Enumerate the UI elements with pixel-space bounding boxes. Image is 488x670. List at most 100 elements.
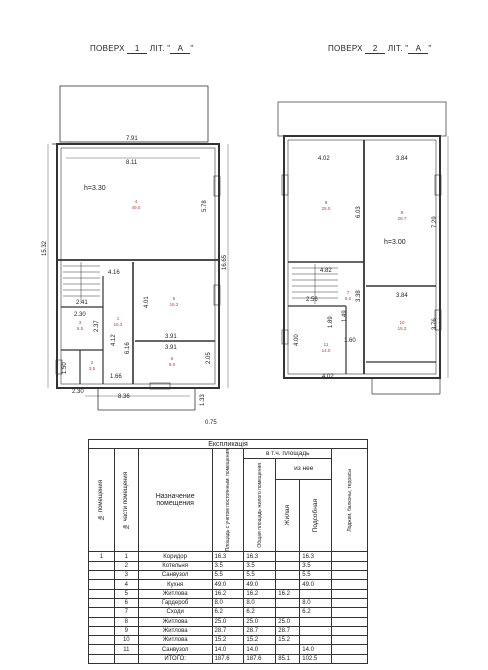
room-number: 2 [91,360,94,365]
table-cell-a1: 8.0 [211,597,245,609]
table-cell-part: 2 [113,560,139,572]
room-area: 49.0 [132,205,141,210]
dim-label: 8.36 [118,394,130,400]
table-cell-a2: 28.7 [243,625,277,637]
table-cell-a2: 3.5 [243,560,277,572]
lit-label: ЛІТ. " [387,44,409,53]
table-cell-living [275,597,301,609]
floor1-terrace [59,85,209,143]
table-cell-a2: 49.0 [243,579,277,590]
floor1-outline [56,143,220,389]
table-cell-room [88,607,115,618]
dim-label: 3.76 [432,318,438,330]
table-cell-living [275,579,301,590]
table-cell-aux: 49.0 [299,579,333,590]
table-cell-a1: 14.0 [211,644,245,655]
height-label: h=3.30 [84,185,106,192]
table-cell-room: 1 [88,551,115,562]
table-cell-a1: 16.3 [211,551,245,562]
table-cell-a1: 15.2 [211,635,245,646]
table-cell-a2: 25.0 [243,616,277,627]
table-cell-name: Кухня [137,579,213,590]
table-cell-part: 4 [113,579,139,590]
room-area: 25.0 [322,206,331,211]
dim-label: 3.91 [165,345,177,351]
table-cell-loggia [331,616,368,627]
table-cell-name: Житлова [137,588,213,599]
table-cell-room [88,625,115,637]
room-number: 5 [173,296,176,301]
dim-label: 1.49 [342,310,348,322]
table-cell-a1: 16.2 [211,588,245,599]
floor-label: ПОВЕРХ [90,44,125,53]
table-cell-loggia [331,570,368,581]
dim-label: 2.41 [76,300,88,306]
table-cell-a2: 15.2 [243,635,277,646]
table-cell-aux [299,588,333,599]
room-number: 9 [401,210,404,215]
table-cell-part: 7 [113,607,139,618]
dim-label: 2.37 [94,320,100,332]
dim-label: 2.05 [206,352,212,364]
table-cell-loggia [331,625,368,637]
table-cell-living: 25.0 [275,616,301,627]
room-area: 8.0 [169,362,176,367]
lit-close: " [190,44,194,53]
room-number: 6 [171,356,174,361]
table-title: Експликація [88,439,368,449]
room-area: 3.5 [89,366,96,371]
dim-label: 16.65 [222,254,228,270]
table-cell-living: 28.7 [275,625,301,637]
table-cell-living [275,570,301,581]
dim-label: 7.29 [432,216,438,228]
table-cell-aux: 5.5 [299,570,333,581]
floor2-roof-outline [277,101,447,137]
table-cell-a1: 5.5 [211,570,245,581]
table-cell-loggia [331,644,368,655]
table-cell-loggia [331,597,368,609]
lit-value: А [408,44,429,54]
table-cell-part: 10 [113,635,139,646]
table-cell-room [88,616,115,627]
table-cell-room [88,560,115,572]
dim-label: 4.16 [108,270,120,276]
header-including: в т.ч. площадь [243,448,333,459]
table-cell-aux: 6.2 [299,607,333,618]
table-cell-aux: 8.0 [299,597,333,609]
table-cell-loggia [331,653,368,665]
dim-label: 4.02 [322,374,334,380]
table-cell-aux [299,635,333,646]
dim-label: 4.82 [320,268,332,274]
table-cell-a1: 49.0 [211,579,245,590]
table-cell-part: 9 [113,625,139,637]
floor2-title: ПОВЕРХ 2 ЛІТ. "А" [328,44,432,54]
table-cell-a1: 25.0 [211,616,245,627]
table-cell-living: 15.2 [275,635,301,646]
dim-label: 4.00 [294,334,300,346]
table-cell-living [275,551,301,562]
dim-label: 3.38 [356,290,362,302]
room-area: 15.2 [398,326,407,331]
header-room-no: № помещения [98,480,105,521]
floor-label: ПОВЕРХ [328,44,363,53]
dim-label: 2.30 [74,312,86,318]
header-area-living: Общая площадь жилого помещения [256,462,263,548]
table-cell-aux: 3.5 [299,560,333,572]
header-name: Назначение помещения [137,447,213,553]
header-loggia: Лоджии, балконы, террасы [346,468,353,532]
dim-label: 1.89 [328,316,334,328]
room-number: 1 [117,316,120,321]
floor1-title: ПОВЕРХ 1 ЛІТ. "А" [90,44,194,54]
dim-label: 4.01 [144,296,150,308]
dim-label: 6.16 [125,342,131,354]
table-cell-loggia [331,588,368,599]
lit-value: А [170,44,191,54]
table-cell-name: Житлова [137,635,213,646]
table-cell-loggia [331,579,368,590]
table-cell-loggia [331,635,368,646]
dim-label: 1.66 [110,374,122,380]
dim-label: 3.84 [396,156,408,162]
